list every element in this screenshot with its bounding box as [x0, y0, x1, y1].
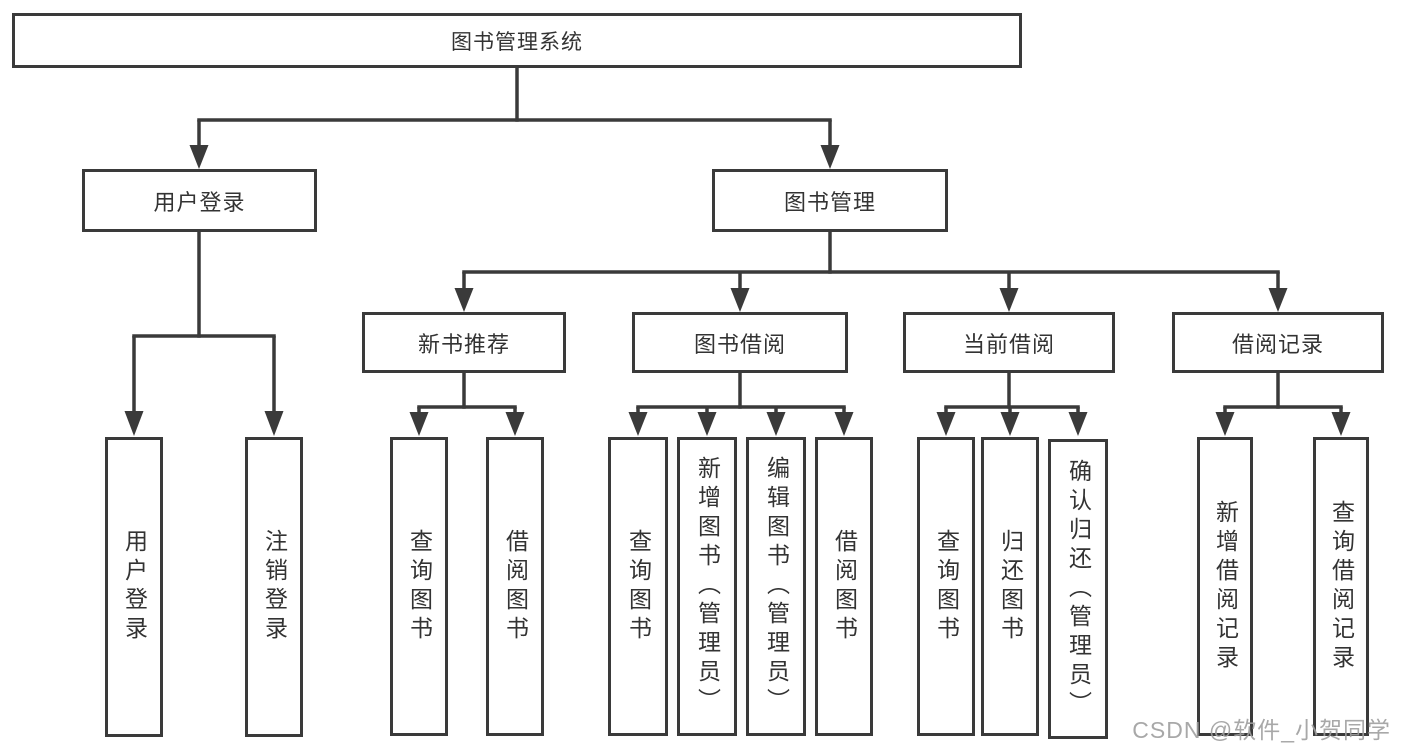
node-book-management-label: 图书管理	[783, 189, 876, 215]
leaf-borrowing-borrow-books: 借阅图书	[815, 437, 873, 736]
node-user-login: 用户登录	[82, 169, 317, 232]
node-new-book-recommend-label: 新书推荐	[417, 331, 510, 357]
node-current-borrowing: 当前借阅	[903, 312, 1115, 373]
leaf-current-return-books: 归还图书	[981, 437, 1039, 736]
leaf-logout: 注销登录	[245, 437, 303, 737]
leaf-user-login: 用户登录	[105, 437, 163, 737]
leaf-borrowing-query-books: 查询图书	[608, 437, 668, 736]
node-root-label: 图书管理系统	[451, 30, 583, 54]
node-borrowing-records: 借阅记录	[1172, 312, 1384, 373]
node-borrowing-records-label: 借阅记录	[1231, 331, 1324, 357]
node-book-management: 图书管理	[712, 169, 948, 232]
leaf-records-add-record: 新增借阅记录	[1197, 437, 1253, 736]
node-book-borrowing-label: 图书借阅	[693, 331, 786, 357]
leaf-current-confirm-return-admin: 确认归还（管理员）	[1048, 439, 1108, 739]
leaf-current-query-books: 查询图书	[917, 437, 975, 736]
leaf-records-query-record: 查询借阅记录	[1313, 437, 1369, 736]
node-root: 图书管理系统	[12, 13, 1022, 68]
leaf-borrowing-edit-book-admin: 编辑图书（管理员）	[746, 437, 806, 736]
node-current-borrowing-label: 当前借阅	[962, 331, 1055, 357]
leaf-recommend-borrow-books: 借阅图书	[486, 437, 544, 736]
node-book-borrowing: 图书借阅	[632, 312, 848, 373]
leaf-recommend-query-books: 查询图书	[390, 437, 448, 736]
node-new-book-recommend: 新书推荐	[362, 312, 566, 373]
leaf-borrowing-add-book-admin: 新增图书（管理员）	[677, 437, 737, 736]
node-user-login-label: 用户登录	[153, 189, 246, 215]
